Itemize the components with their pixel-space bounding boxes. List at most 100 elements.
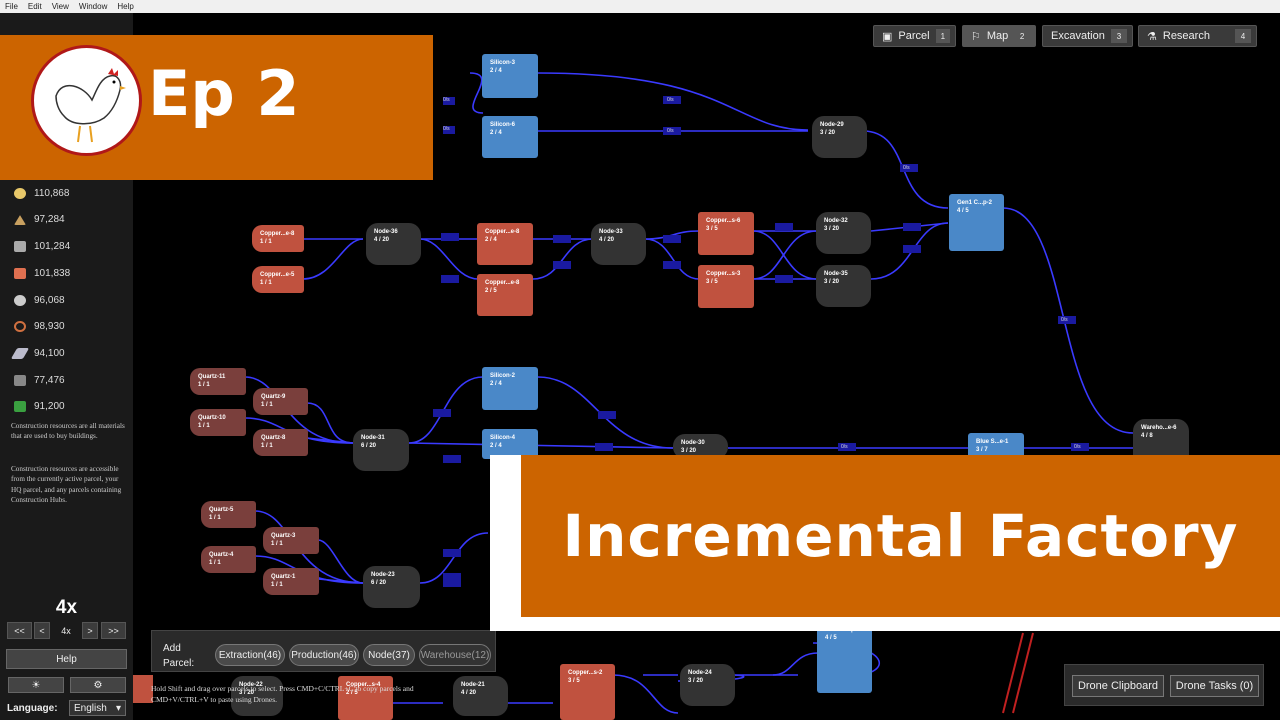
- resource-value: 101,838: [34, 268, 71, 279]
- resource-value: 101,284: [34, 241, 71, 252]
- cube-icon: ▣: [882, 30, 893, 43]
- episode-banner: Ep 2: [0, 35, 433, 180]
- building-capacity: 4 / 20: [374, 236, 390, 243]
- building-copper-partial[interactable]: [133, 675, 153, 703]
- building-name: Gen1 C...p-2: [957, 200, 993, 206]
- resource-icon: [14, 268, 26, 279]
- resource-value: 97,284: [34, 214, 65, 225]
- tab-count: 1: [935, 29, 950, 43]
- rate-label: 0/s: [841, 444, 848, 450]
- wire-layer: [244, 72, 1134, 714]
- flask-icon: ⚗: [1147, 30, 1157, 43]
- building-name: Blue S...e-1: [976, 439, 1009, 445]
- chicken-icon: [55, 68, 126, 143]
- building-name: Wareho...e-6: [1141, 425, 1177, 431]
- tab-count: 2: [1014, 29, 1030, 43]
- building-name: Node-29: [820, 122, 844, 128]
- tab-label: Research: [1162, 30, 1210, 42]
- sun-icon[interactable]: ☀: [8, 677, 64, 693]
- chip-extraction[interactable]: Extraction(46): [215, 644, 285, 666]
- drone-tasks-button[interactable]: Drone Tasks (0): [1170, 675, 1259, 697]
- drone-clipboard-button[interactable]: Drone Clipboard: [1072, 675, 1164, 697]
- resource-icon: [10, 348, 30, 359]
- building-capacity: 3 / 7: [976, 446, 988, 453]
- language-label: Language:: [7, 703, 58, 714]
- building-capacity: 2 / 4: [490, 67, 502, 74]
- speed-fastup-button[interactable]: >>: [101, 622, 126, 639]
- chip-node[interactable]: Node(37): [363, 644, 415, 666]
- speed-fastdown-button[interactable]: <<: [7, 622, 32, 639]
- building-name: Copper...e-8: [485, 280, 520, 286]
- building-name: Node-36: [374, 229, 398, 235]
- menu-view[interactable]: View: [51, 2, 69, 11]
- speed-display: 4x: [55, 597, 78, 618]
- chip-production[interactable]: Production(46): [289, 644, 359, 666]
- building-capacity: 2 / 4: [490, 380, 502, 387]
- building-generator[interactable]: Gen1 C...p-14 / 5: [817, 621, 872, 693]
- gear-icon[interactable]: ⚙: [70, 677, 126, 693]
- building-capacity: 4 / 20: [461, 689, 477, 696]
- menu-edit[interactable]: Edit: [27, 2, 42, 11]
- chip-warehouse[interactable]: Warehouse(12): [419, 644, 491, 666]
- resource-icon: [14, 401, 26, 412]
- building-name: Quartz-11: [198, 374, 226, 380]
- building-name: Quartz-4: [209, 552, 234, 558]
- menu-window[interactable]: Window: [78, 2, 108, 11]
- resource-value: 98,930: [34, 321, 65, 332]
- title-banner: Incremental Factory: [521, 455, 1280, 617]
- menu-file[interactable]: File: [5, 2, 18, 11]
- help-button[interactable]: Help: [6, 649, 127, 669]
- building-capacity: 4 / 8: [1141, 432, 1153, 439]
- resource-icon: [14, 215, 26, 225]
- speed-down-button[interactable]: <: [34, 622, 50, 639]
- menu-help[interactable]: Help: [117, 2, 134, 11]
- resource-value: 77,476: [34, 375, 65, 386]
- building-name: Copper...e-8: [485, 229, 520, 235]
- speed-up-button[interactable]: >: [82, 622, 98, 639]
- building-capacity: 4 / 5: [825, 634, 837, 641]
- tab-count: 3: [1111, 29, 1127, 43]
- language-select[interactable]: English▾: [69, 700, 126, 716]
- resource-row: 97,284: [14, 214, 65, 225]
- resource-row: 98,930: [14, 321, 65, 332]
- rate-label: 0/s: [667, 97, 674, 103]
